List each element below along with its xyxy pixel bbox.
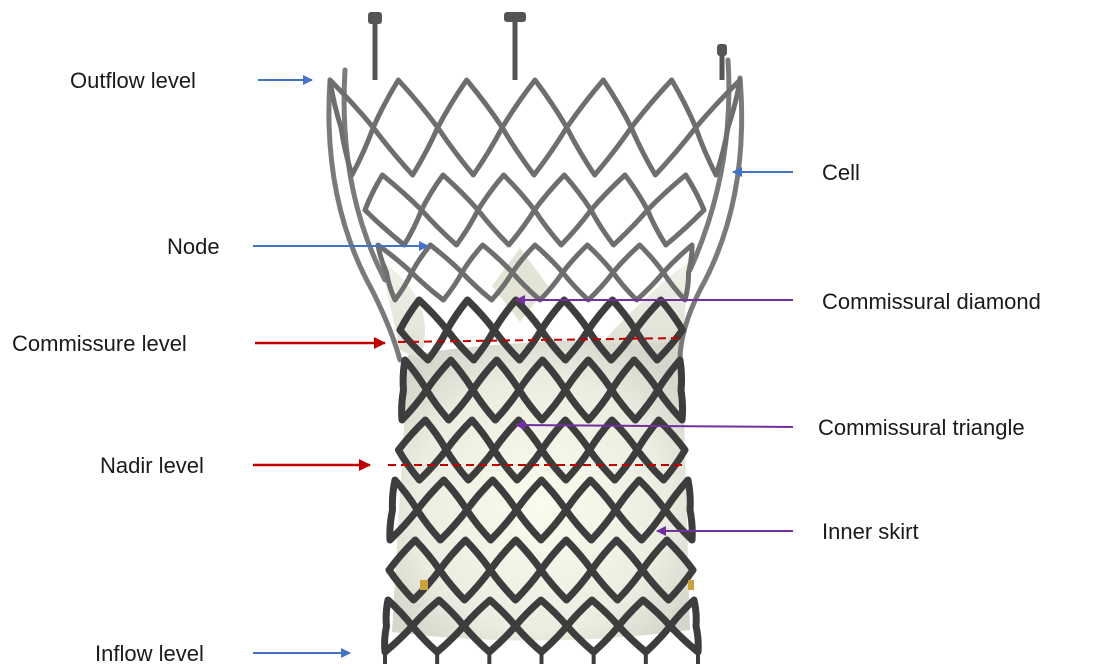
node-label: Node bbox=[167, 236, 220, 258]
frame-cell bbox=[696, 80, 740, 175]
frame-cell bbox=[591, 175, 648, 245]
frame-cell bbox=[373, 80, 438, 175]
inner-skirt-label: Inner skirt bbox=[822, 521, 919, 543]
frame-cell bbox=[330, 80, 373, 175]
frame-cell bbox=[502, 80, 567, 175]
commissural-triangle-label: Commissural triangle bbox=[818, 417, 1025, 439]
commissure-level-label: Commissure level bbox=[12, 333, 187, 355]
crown-tab bbox=[368, 12, 382, 24]
frame-cell bbox=[412, 245, 462, 300]
frame-cell bbox=[648, 175, 705, 245]
radiopaque-marker bbox=[420, 580, 428, 590]
outflow-level-label: Outflow level bbox=[70, 70, 196, 92]
frame-cell bbox=[422, 175, 479, 245]
radiopaque-marker bbox=[688, 580, 694, 590]
nadir-level-label: Nadir level bbox=[100, 455, 204, 477]
frame-cell bbox=[478, 175, 535, 245]
crown-tab bbox=[504, 12, 526, 22]
frame-cell bbox=[567, 80, 632, 175]
frame-cell bbox=[535, 175, 592, 245]
frame-cell bbox=[563, 245, 613, 300]
crown-tab bbox=[717, 44, 727, 56]
frame-cell bbox=[365, 175, 422, 245]
inflow-level-label: Inflow level bbox=[95, 643, 204, 665]
frame-cell bbox=[438, 80, 503, 175]
cell-label: Cell bbox=[822, 162, 860, 184]
commissural-diamond-label: Commissural diamond bbox=[822, 291, 1041, 313]
frame-cell bbox=[631, 80, 696, 175]
